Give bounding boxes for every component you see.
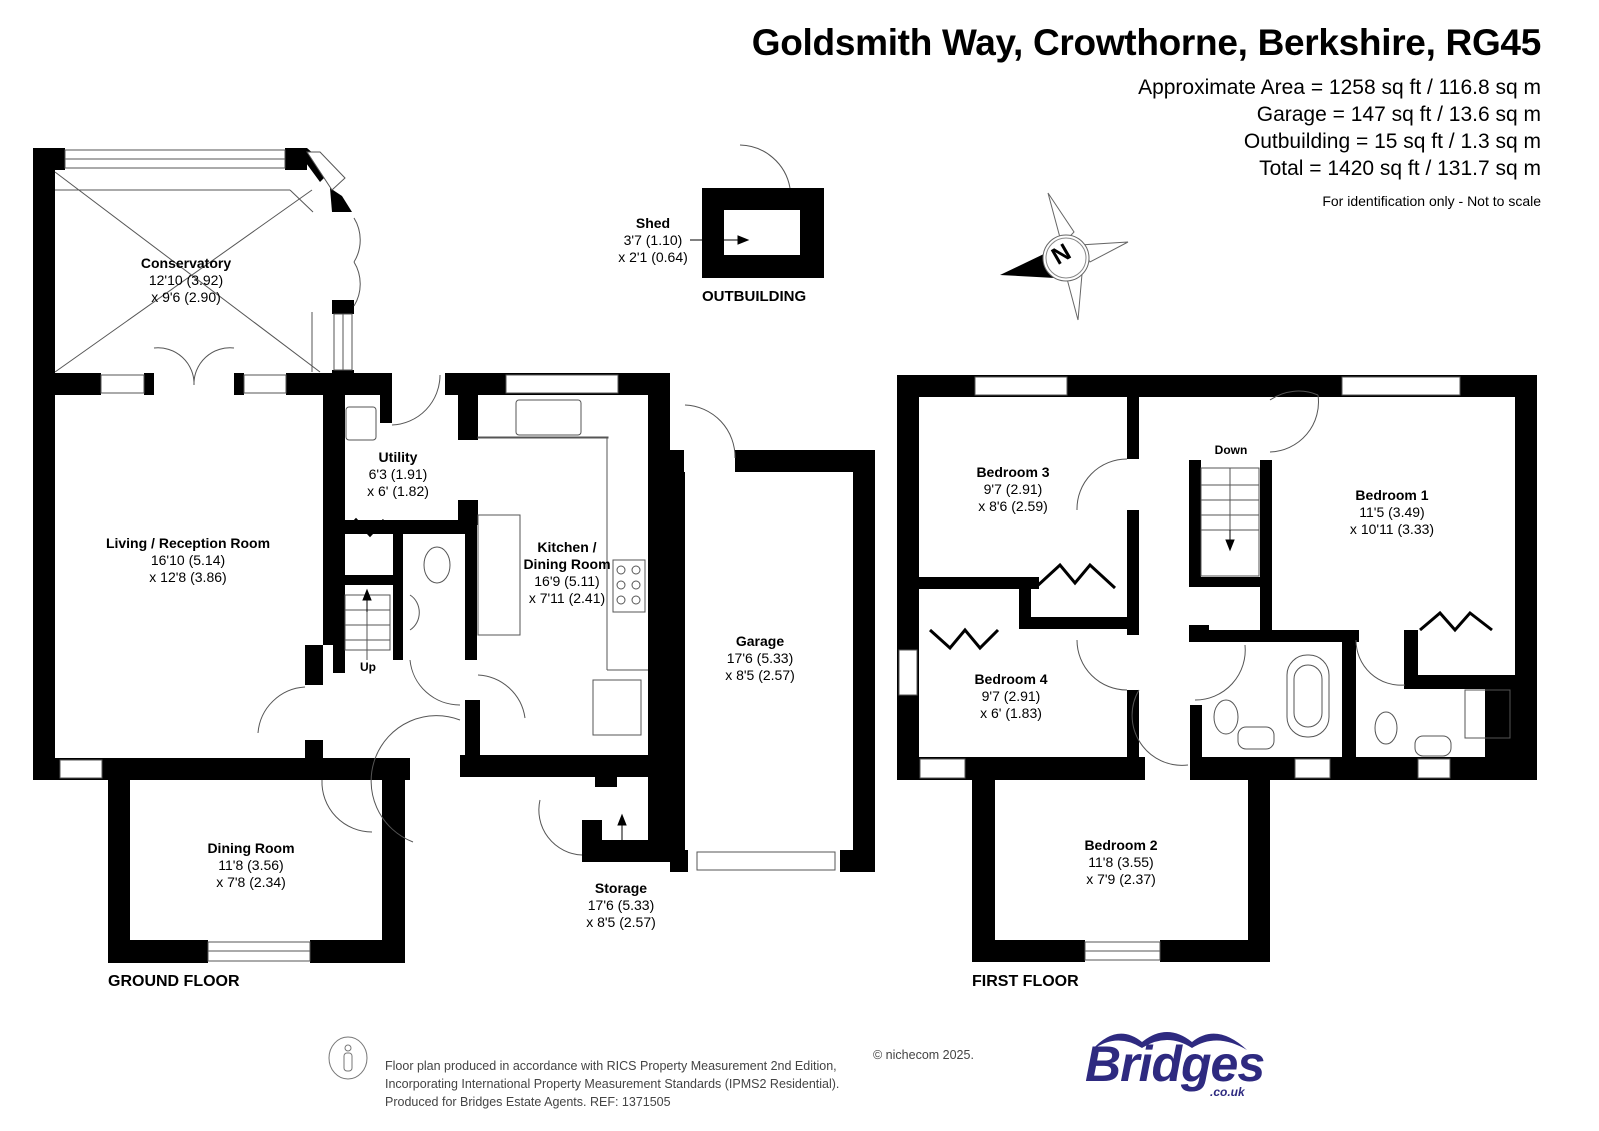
- stairs-down-label: Down: [1214, 443, 1248, 457]
- garage-area: Garage = 147 sq ft / 13.6 sq m: [1256, 103, 1541, 126]
- compass-rose-icon: [1000, 192, 1129, 321]
- room-label-garage: Garage 17'6 (5.33) x 8'5 (2.57): [725, 633, 795, 683]
- approximate-area: Approximate Area = 1258 sq ft / 116.8 sq…: [1138, 76, 1541, 99]
- bridges-logo: Bridges .co.uk: [1085, 1032, 1265, 1120]
- footer-notes: Floor plan produced in accordance with R…: [385, 1059, 840, 1109]
- room-label-shed: Shed 3'7 (1.10) x 2'1 (0.64): [618, 215, 688, 265]
- first-floor-label: FIRST FLOOR: [972, 973, 1079, 990]
- wall: [33, 148, 55, 780]
- room-label-bedroom-1: Bedroom 1 11'5 (3.49) x 10'11 (3.33): [1349, 487, 1435, 537]
- total-area: Total = 1420 sq ft / 131.7 sq m: [1259, 157, 1541, 180]
- property-title: Goldsmith Way, Crowthorne, Berkshire, RG…: [751, 22, 1542, 63]
- logo-wordmark: Bridges: [1085, 1036, 1265, 1092]
- room-label-kitchen-dining: Kitchen / Dining Room 16'9 (5.11) x 7'11…: [523, 539, 611, 606]
- logo-arches-icon: [1092, 1032, 1247, 1050]
- outbuilding-label: OUTBUILDING: [702, 288, 807, 305]
- room-label-storage: Storage 17'6 (5.33) x 8'5 (2.57): [586, 880, 656, 930]
- room-label-conservatory: Conservatory 12'10 (3.92) x 9'6 (2.90): [140, 255, 232, 305]
- room-label-bedroom-4: Bedroom 4 9'7 (2.91) x 6' (1.83): [974, 671, 1048, 721]
- outbuilding-area: Outbuilding = 15 sq ft / 1.3 sq m: [1243, 130, 1541, 153]
- stairs-up-label: Up: [360, 660, 376, 674]
- room-label-utility: Utility 6'3 (1.91) x 6' (1.82): [367, 449, 429, 499]
- room-label-dining-room: Dining Room 11'8 (3.56) x 7'8 (2.34): [207, 840, 295, 890]
- disclaimer: For identification only - Not to scale: [1322, 193, 1541, 209]
- logo-domain: .co.uk: [1210, 1085, 1245, 1099]
- room-label-living-reception: Living / Reception Room 16'10 (5.14) x 1…: [105, 535, 271, 585]
- ground-floor-label: GROUND FLOOR: [108, 973, 240, 990]
- room-label-bedroom-2: Bedroom 2 11'8 (3.55) x 7'9 (2.37): [1084, 837, 1158, 887]
- room-label-bedroom-3: Bedroom 3 9'7 (2.91) x 8'6 (2.59): [976, 464, 1050, 514]
- copyright: © nichecom 2025.: [873, 1048, 974, 1062]
- ipms-person-icon: [328, 1036, 368, 1080]
